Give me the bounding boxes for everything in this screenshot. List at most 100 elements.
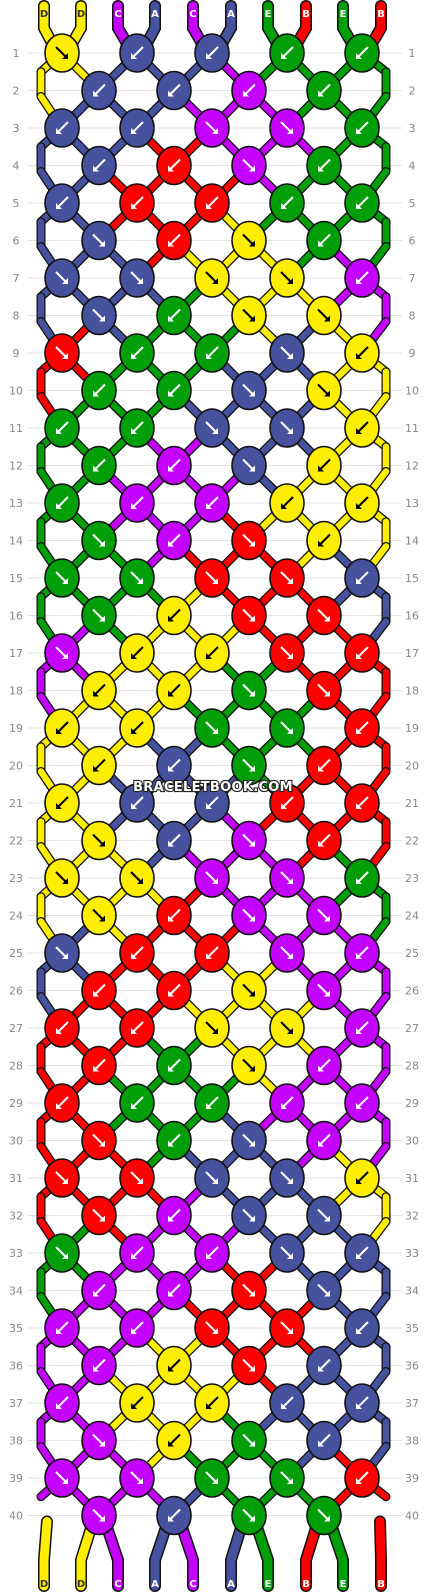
knot [231, 970, 267, 1011]
knot [231, 895, 267, 936]
knot [269, 633, 305, 673]
arrowhead [281, 1403, 287, 1409]
row-number-right: 3 [409, 122, 416, 135]
row-number-left: 39 [9, 1472, 23, 1485]
row-number-right: 14 [405, 535, 419, 548]
row-number-left: 32 [9, 1210, 23, 1223]
row-number-left: 11 [9, 422, 23, 435]
arrowhead [212, 1178, 218, 1184]
knot [231, 445, 267, 486]
knot [306, 970, 342, 1011]
arrowhead [356, 653, 362, 659]
arrowhead [168, 615, 174, 622]
knot [156, 220, 192, 261]
arrowhead [93, 465, 99, 472]
strand-label-bottom: E [265, 1579, 272, 1590]
knot [44, 33, 80, 73]
strand-end-bottom [250, 1517, 273, 1591]
row-number-left: 13 [9, 497, 23, 510]
row-number-right: 23 [405, 872, 419, 885]
knot [231, 1045, 267, 1086]
row-number-left: 21 [9, 797, 23, 810]
knot [231, 745, 267, 786]
knot [194, 1158, 230, 1198]
row-number-right: 25 [405, 947, 419, 960]
arrowhead [168, 465, 174, 472]
strand-end-bottom [76, 1517, 98, 1591]
arrowhead [249, 840, 255, 847]
knot [231, 520, 267, 561]
row-number-right: 37 [405, 1397, 419, 1410]
row-number-right: 18 [405, 685, 419, 698]
knot [81, 1345, 117, 1386]
arrowhead [62, 653, 68, 659]
row-number-right: 24 [405, 910, 419, 923]
arrowhead [249, 390, 255, 397]
arrowhead [287, 1478, 293, 1484]
knot [156, 520, 192, 561]
knot [44, 558, 80, 598]
knot [119, 258, 155, 298]
row-number-right: 20 [405, 760, 419, 773]
knot [231, 1195, 267, 1236]
row-number-right: 4 [409, 160, 416, 173]
arrowhead [324, 1290, 330, 1297]
knot [269, 183, 305, 223]
knot [269, 408, 305, 448]
row-number-left: 25 [9, 947, 23, 960]
knot [156, 70, 192, 111]
row-number-left: 33 [9, 1247, 23, 1260]
row-number-right: 38 [405, 1435, 419, 1448]
arrowhead [287, 128, 293, 134]
knot [306, 1495, 342, 1536]
knot [119, 933, 155, 973]
row-number-right: 7 [409, 272, 416, 285]
knot [81, 220, 117, 261]
row-number-right: 29 [405, 1097, 419, 1110]
strand-label-bottom: D [40, 1579, 48, 1590]
strand-label-top: A [151, 9, 159, 20]
knot [81, 520, 117, 561]
knot [269, 33, 305, 73]
strand-label-bottom: C [114, 1579, 121, 1590]
knot [306, 1345, 342, 1386]
knot [81, 445, 117, 486]
row-number-left: 31 [9, 1172, 23, 1185]
strand-label-top: B [377, 9, 385, 20]
strand-end-bottom [150, 1517, 173, 1591]
arrowhead [212, 1328, 218, 1334]
arrowhead [356, 1253, 362, 1259]
row-number-left: 3 [13, 122, 20, 135]
knot [156, 745, 192, 786]
knot [269, 333, 305, 373]
arrowhead [168, 165, 174, 172]
knot [269, 933, 305, 973]
strand-label-top: B [302, 9, 310, 20]
knot [44, 708, 80, 748]
row-number-right: 27 [405, 1022, 419, 1035]
knot [44, 1083, 80, 1123]
arrowhead [249, 915, 255, 922]
knot [269, 108, 305, 148]
arrowhead [318, 240, 324, 247]
knot [119, 1158, 155, 1198]
row-number-right: 35 [405, 1322, 419, 1335]
knot [306, 895, 342, 936]
arrowhead [249, 765, 255, 772]
knot [44, 1008, 80, 1048]
arrowhead [356, 1403, 362, 1409]
arrowhead [356, 578, 362, 584]
arrowhead [212, 1028, 218, 1034]
arrowhead [249, 315, 255, 322]
strand-end-bottom [100, 1517, 123, 1591]
knot [231, 1420, 267, 1461]
row-number-right: 13 [405, 497, 419, 510]
strand-label-top: D [77, 9, 85, 20]
knot [194, 633, 230, 673]
row-number-right: 36 [405, 1360, 419, 1373]
knot [231, 220, 267, 261]
row-number-left: 28 [9, 1060, 23, 1073]
arrowhead [56, 728, 62, 734]
arrowhead [249, 240, 255, 247]
